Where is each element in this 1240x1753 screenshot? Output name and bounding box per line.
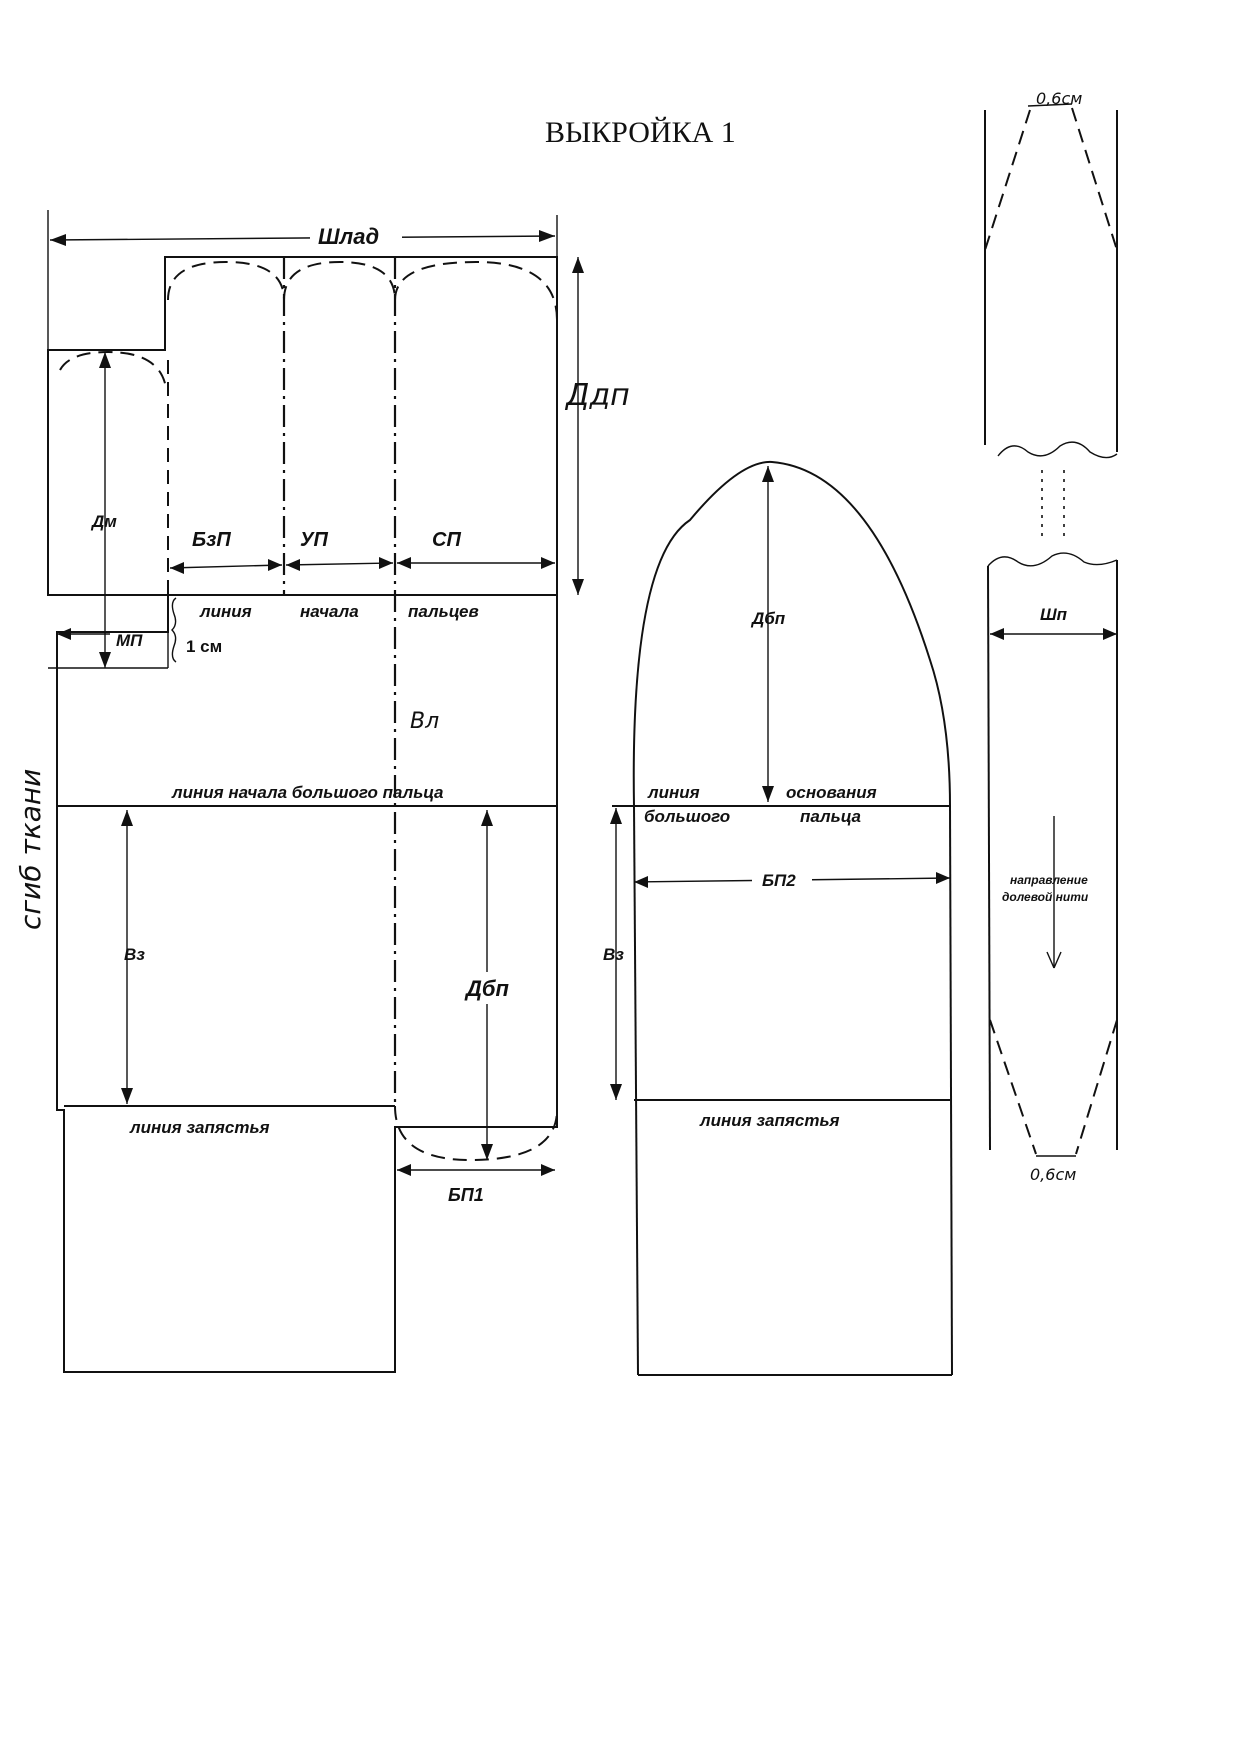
label-mp: МП: [116, 631, 143, 650]
label-line-word: линия: [199, 602, 252, 621]
thumb-slot-curve: [394, 1105, 558, 1162]
gusset-upper-break: [997, 441, 1118, 459]
piece-gusset: 0,6см 0,6см Шп направление долевой нити: [984, 89, 1118, 1184]
gusset-lower-break: [987, 552, 1118, 567]
label-thumb-line-3: большого: [644, 807, 730, 826]
label-grain-1: направление: [1010, 873, 1088, 887]
fingertip-curve-2: [283, 260, 396, 301]
thumb-left-side: [633, 805, 639, 1376]
label-dbp-left: Дбп: [464, 976, 510, 1001]
label-bp1: БП1: [448, 1185, 484, 1205]
label-thumb-line-1: линия: [647, 783, 700, 802]
gusset-top-taper-left: [984, 109, 1031, 251]
label-fingers-word: пальцев: [408, 602, 479, 621]
label-wrist-line-left: линия запястья: [129, 1118, 270, 1137]
label-vz-left: Вз: [124, 945, 145, 964]
little-finger-tip: [59, 350, 167, 389]
fingertip-curve-3: [394, 260, 558, 321]
label-shp: Шп: [1040, 605, 1068, 624]
gusset-top: [1027, 103, 1073, 107]
label-shlad: Шлад: [318, 224, 379, 249]
label-fold: сгиб ткани: [14, 769, 47, 930]
label-grain-2: долевой нити: [1002, 890, 1089, 904]
label-dm: Дм: [90, 512, 117, 531]
label-dbp-right: Дбп: [750, 609, 786, 628]
label-top-width: 0,6см: [1036, 89, 1082, 108]
grain-arrowhead-right: [1053, 951, 1062, 969]
label-one-cm: 1 см: [186, 637, 222, 656]
main-body-outline: [47, 256, 558, 1373]
label-bottom-width: 0,6см: [1030, 1165, 1076, 1184]
gusset-lower-left: [987, 565, 991, 1151]
piece-main-body: Шлад Ддп Дм БзП УП СП линия начала пальц…: [47, 210, 630, 1373]
grain-arrowhead-left: [1046, 951, 1055, 969]
label-thumb-line-2: основания: [786, 783, 877, 802]
label-vl: Вл: [410, 709, 439, 734]
thumb-dome-outline: [632, 460, 951, 807]
label-wrist-line-right: линия запястья: [699, 1111, 840, 1130]
piece-thumb: Дбп линия основания большого пальца БП2 …: [603, 460, 953, 1376]
gusset-top-taper-right: [1071, 107, 1118, 251]
up-arrow: [285, 562, 394, 566]
shlad-dimension-arrow: [49, 235, 556, 241]
label-up: УП: [300, 529, 329, 551]
label-bp2: БП2: [762, 871, 796, 890]
gusset-bottom-taper-left: [989, 1019, 1037, 1155]
thumb-right-side: [949, 805, 953, 1376]
label-ddp: Ддп: [564, 378, 630, 413]
label-thumb-line-4: пальца: [800, 807, 861, 826]
fingertip-curve-1: [167, 260, 285, 301]
one-cm-brace: [171, 597, 177, 663]
label-vz-right: Вз: [603, 945, 624, 964]
pattern-title: ВЫКРОЙКА 1: [545, 116, 736, 149]
bzp-arrow: [169, 564, 283, 569]
label-start-word: начала: [300, 602, 359, 621]
label-thumb-start-line: линия начала большого пальца: [171, 783, 444, 802]
label-bzp: БзП: [192, 529, 231, 551]
label-sp: СП: [432, 529, 461, 551]
gusset-bottom-taper-right: [1075, 1019, 1118, 1155]
